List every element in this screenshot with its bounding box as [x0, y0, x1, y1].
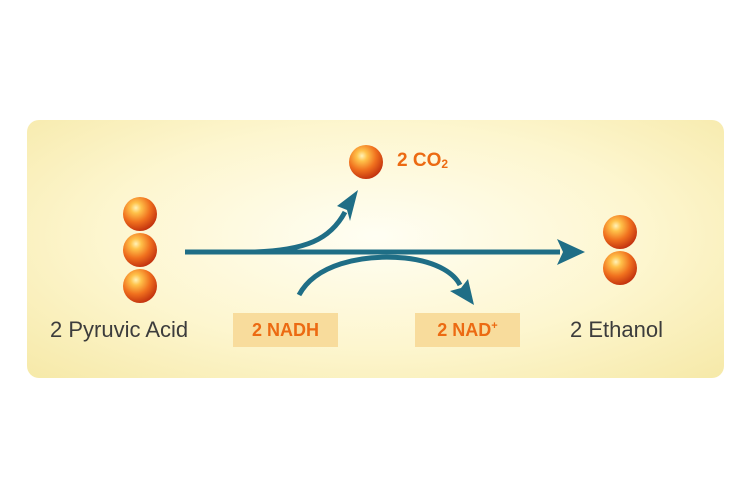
co2-subscript: 2	[441, 157, 449, 171]
main-reaction-arrow	[185, 239, 585, 265]
co2-label-text: 2 CO	[397, 150, 442, 171]
arrow-icon	[337, 190, 358, 221]
ethanol-molecules	[603, 215, 637, 285]
molecule-sphere-icon	[603, 251, 637, 285]
nad-superscript: +	[491, 320, 498, 332]
product-label: 2 Ethanol	[570, 317, 663, 342]
molecule-sphere-icon	[123, 269, 157, 303]
molecule-sphere-icon	[123, 197, 157, 231]
nadh-tag: 2 NADH	[233, 313, 338, 347]
pyruvic-acid-molecules	[123, 197, 157, 303]
co2-molecule-icon	[349, 145, 383, 179]
co2-label: 2 CO2	[397, 150, 448, 172]
molecule-sphere-icon	[123, 233, 157, 267]
nad-branch-arrow	[296, 254, 474, 305]
co2-branch-arrow	[254, 190, 358, 255]
arrow-icon	[557, 239, 585, 265]
nad-tag: 2 NAD+	[415, 313, 520, 347]
nad-tag-text: 2 NAD	[437, 320, 492, 340]
arrow-icon	[450, 279, 474, 305]
reactant-label: 2 Pyruvic Acid	[50, 317, 189, 342]
molecule-sphere-icon	[603, 215, 637, 249]
